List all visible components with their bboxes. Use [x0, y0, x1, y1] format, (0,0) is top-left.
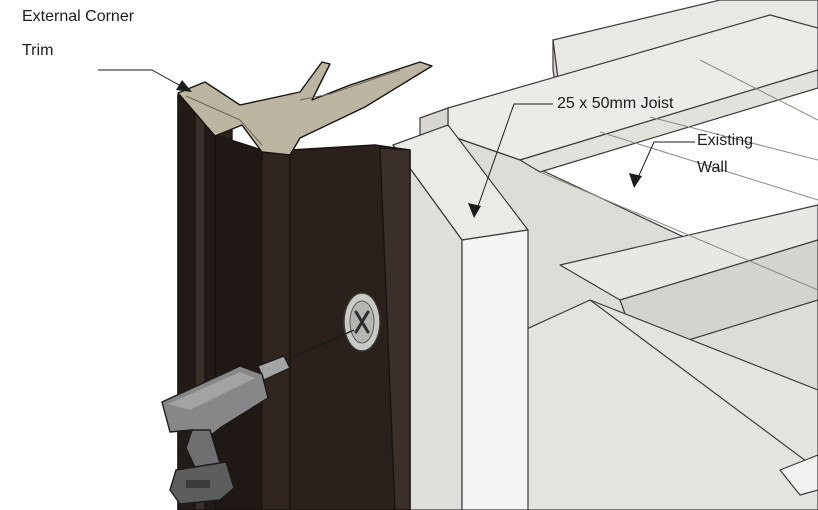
external-corner-trim	[177, 61, 433, 510]
screw	[343, 292, 381, 352]
trim-label-line2: Trim	[22, 42, 54, 59]
trim-arrowhead	[176, 80, 192, 92]
trim-label-line1: External Corner	[22, 8, 135, 25]
drill	[161, 355, 291, 505]
joist-arrowhead	[468, 203, 481, 218]
wall-label-line1: Existing	[697, 132, 754, 149]
trim-leader	[98, 69, 189, 91]
callout-arrowheads	[176, 80, 642, 218]
wall-label-line2: Wall	[697, 159, 728, 176]
wall-surface-lines	[539, 59, 818, 291]
joist-label: 25 x 50mm Joist	[557, 95, 674, 112]
callout-leaders	[98, 69, 695, 213]
drill-bit	[281, 329, 355, 363]
wall-leader	[635, 141, 695, 183]
wall-arrowhead	[629, 173, 642, 188]
joist-leader	[475, 103, 553, 213]
